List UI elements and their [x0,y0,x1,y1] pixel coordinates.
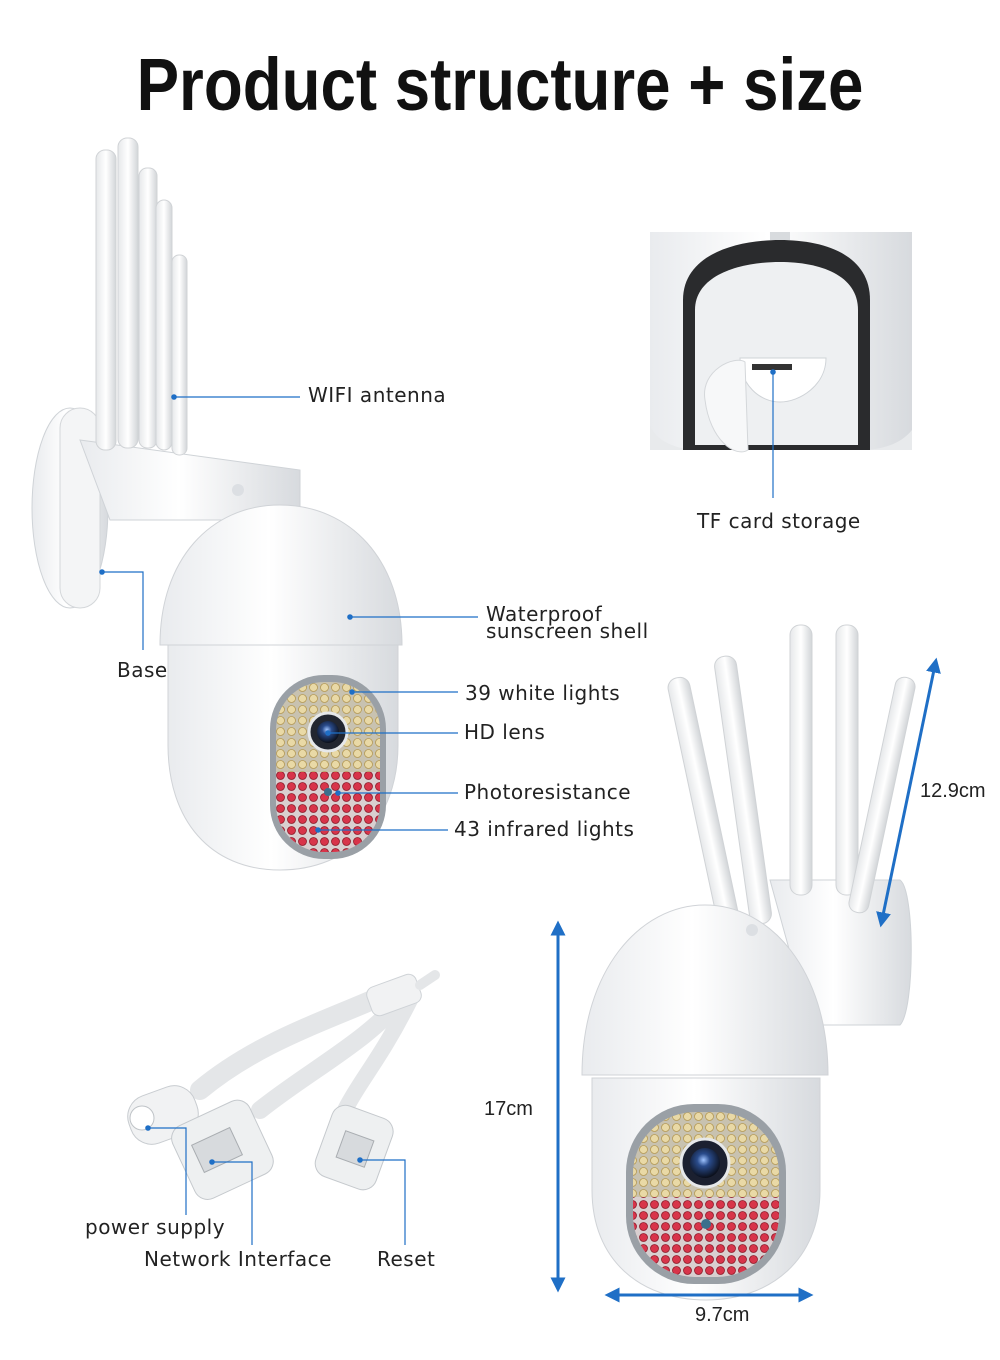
reset-label: Reset [377,1247,436,1271]
shell-label-line1: Waterproof [486,602,603,626]
size-view-camera-drawing [581,624,916,1301]
power-supply-label: power supply [85,1215,226,1239]
main-camera-drawing [31,137,403,871]
photoresistance-label: Photoresistance [464,780,632,804]
shell-label-line2: sunscreen shell [486,619,649,643]
tf-card-drawing [650,232,912,453]
camera-width-value: 9.7cm [695,1304,750,1326]
antenna-height-value: 12.9cm [920,780,986,802]
hd-lens-label: HD lens [464,720,546,744]
white-lights-label: 39 white lights [465,681,621,705]
infrared-lights-label: 43 infrared lights [454,817,635,841]
camera-height-value: 17cm [484,1098,533,1120]
wifi-antenna-label: WIFI antenna [308,383,447,407]
network-interface-label: Network Interface [144,1247,332,1271]
tf-card-storage-label: TF card storage [697,509,861,533]
page-title: Product structure + size [136,43,864,126]
antenna-height-arrow [876,657,941,928]
dimension-arrows [550,657,941,1303]
base-label: Base [117,658,168,682]
leader-lines [99,369,776,1245]
cable-drawing [127,970,440,1200]
